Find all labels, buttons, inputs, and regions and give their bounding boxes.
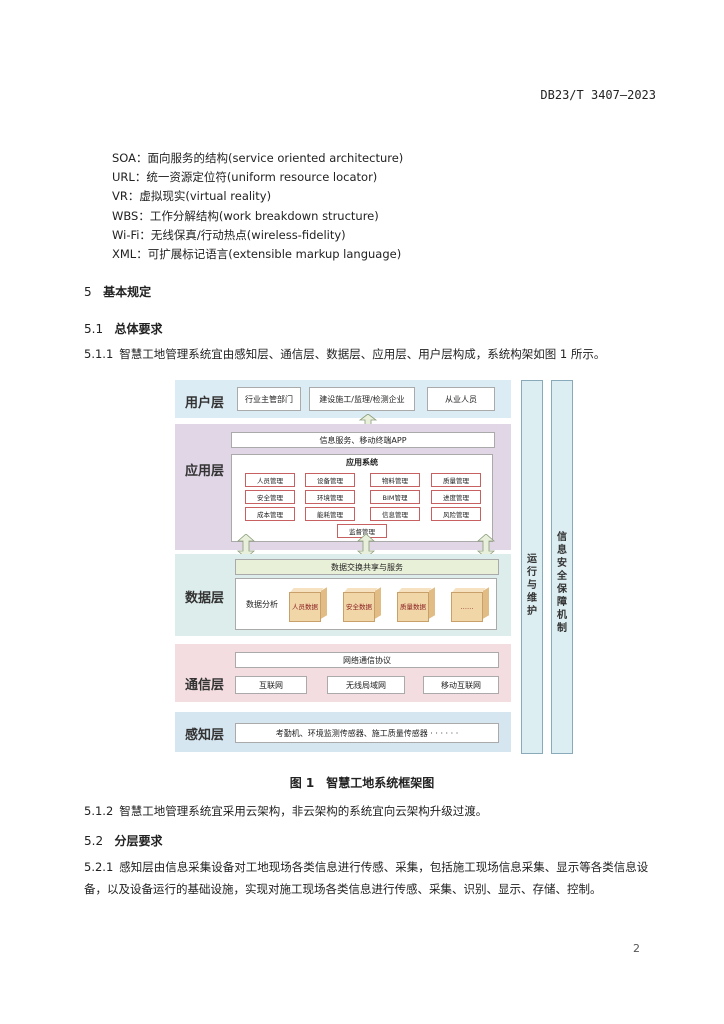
data-analysis-label: 数据分析 [246,599,278,609]
app-module: 风险管理 [431,507,481,521]
paragraph-number: 5.1.1 [84,347,114,361]
paragraph-text: 智慧工地管理系统宜采用云架构，非云架构的系统宜向云架构升级过渡。 [119,804,488,818]
user-box: 建设施工/监理/检测企业 [309,387,415,411]
layer-title: 数据层 [185,591,225,606]
network-box: 移动互联网 [423,676,499,694]
section-number: 5.1 [84,322,104,336]
section-title: 基本规定 [103,285,152,299]
system-architecture-diagram: 用户层 行业主管部门 建设施工/监理/检测企业 从业人员 应用层 信息服务、移动… [175,378,575,754]
paragraph-text: 感知层由信息采集设备对工地现场各类信息进行传感、采集，包括施工现场信息采集、显示… [84,860,649,896]
app-module: 设备管理 [305,473,355,487]
layer-title: 通信层 [185,678,225,693]
data-cube: …… [451,592,483,622]
app-module: 进度管理 [431,490,481,504]
data-exchange-box: 数据交换共享与服务 [235,559,499,575]
communication-layer: 通信层 网络通信协议 互联网 无线局域网 移动互联网 [175,644,511,702]
figure-caption: 图 1 智慧工地系统框架图 [289,776,435,790]
sensing-layer: 感知层 考勤机、环境监测传感器、施工质量传感器 · · · · · · [175,712,511,752]
application-system-title: 应用系统 [346,458,378,467]
paragraph-5-1-1: 5.1.1 智慧工地管理系统宜由感知层、通信层、数据层、应用层、用户层构成，系统构… [84,343,664,365]
abbreviation-list: SOA：面向服务的结构(service oriented architectur… [112,149,403,264]
app-module: 环境管理 [305,490,355,504]
app-module: 人员管理 [245,473,295,487]
paragraph-number: 5.1.2 [84,804,114,818]
data-layer: 数据层 数据交换共享与服务 数据分析 人员数据 安全数据 质量数据 …… [175,554,511,636]
user-box: 从业人员 [427,387,495,411]
page-number: 2 [633,942,640,955]
app-module: BIM管理 [370,490,420,504]
operation-maintenance-bar: 运行与维护 [521,380,543,754]
section-5-heading: 5 基本规定 [84,283,151,300]
paragraph-text: 智慧工地管理系统宜由感知层、通信层、数据层、应用层、用户层构成，系统构架如图 1… [119,347,606,361]
standard-id: DB23/T 3407—2023 [540,88,656,102]
service-box: 信息服务、移动终端APP [231,432,495,448]
abbreviation-item: VR：虚拟现实(virtual reality) [112,189,272,204]
user-layer: 用户层 行业主管部门 建设施工/监理/检测企业 从业人员 [175,380,511,418]
double-arrow-icon [357,534,375,558]
sensing-devices-box: 考勤机、环境监测传感器、施工质量传感器 · · · · · · [235,723,499,743]
vertical-label: 运行与维护 [527,554,537,617]
abbreviation-item: WBS：工作分解结构(work breakdown structure) [112,208,379,223]
data-cube: 质量数据 [397,592,429,622]
abbreviation-item: SOA：面向服务的结构(service oriented architectur… [112,151,404,165]
paragraph-5-1-2: 5.1.2 智慧工地管理系统宜采用云架构，非云架构的系统宜向云架构升级过渡。 [84,800,664,822]
abbreviation-item: XML：可扩展标记语言(extensible markup language) [112,247,402,262]
section-number: 5.2 [84,834,104,848]
app-module: 物料管理 [370,473,420,487]
app-module: 信息管理 [370,507,420,521]
layer-title: 用户层 [185,396,225,411]
data-cube: 人员数据 [289,592,321,622]
section-title: 总体要求 [114,322,163,336]
protocol-box: 网络通信协议 [235,652,499,668]
layer-title: 应用层 [185,464,225,479]
app-module: 成本管理 [245,507,295,521]
app-module: 能耗管理 [305,507,355,521]
user-box: 行业主管部门 [237,387,301,411]
section-number: 5 [84,285,92,299]
app-module: 质量管理 [431,473,481,487]
double-arrow-icon [237,534,255,558]
abbreviation-item: URL：统一资源定位符(uniform resource locator) [112,170,378,185]
section-5-2-heading: 5.2 分层要求 [84,832,163,849]
layer-title: 感知层 [185,728,225,743]
double-arrow-icon [477,534,495,558]
section-5-1-heading: 5.1 总体要求 [84,320,163,337]
app-module: 安全管理 [245,490,295,504]
section-title: 分层要求 [114,834,163,848]
paragraph-number: 5.2.1 [84,860,114,874]
data-cube: 安全数据 [343,592,375,622]
vertical-label: 信息安全保障机制 [557,532,567,634]
security-mechanism-bar: 信息安全保障机制 [551,380,573,754]
network-box: 无线局域网 [327,676,405,694]
abbreviation-item: Wi-Fi：无线保真/行动热点(wireless-fidelity) [112,227,346,242]
application-layer: 应用层 信息服务、移动终端APP 应用系统 人员管理 设备管理 物料管理 质量管… [175,424,511,550]
network-box: 互联网 [235,676,307,694]
